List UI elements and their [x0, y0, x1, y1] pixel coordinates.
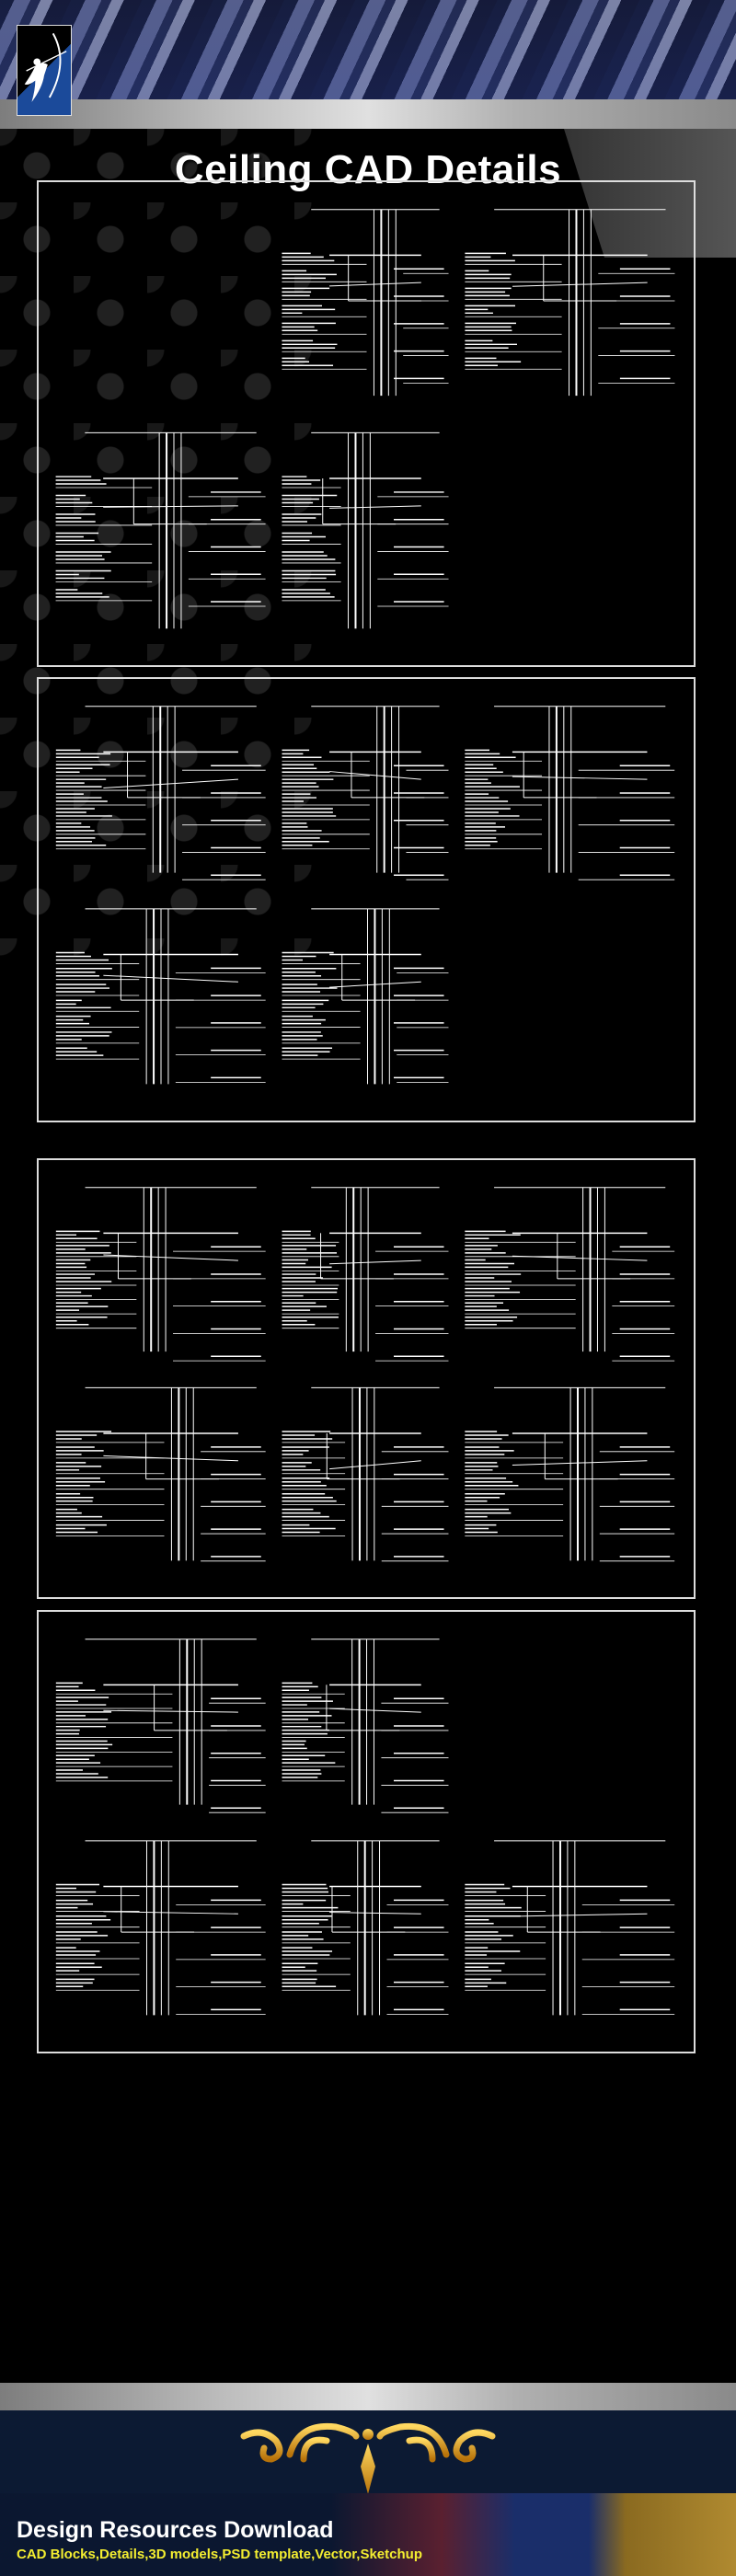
cad-line	[329, 1708, 421, 1713]
page-title: Ceiling CAD Details	[174, 147, 562, 192]
cad-line	[329, 1912, 421, 1915]
cad-line	[103, 1911, 238, 1915]
cad-line	[329, 282, 421, 287]
header-banner-image	[0, 0, 736, 101]
cad-line	[103, 1254, 238, 1261]
cad-line	[329, 1259, 421, 1265]
archer-logo-icon[interactable]	[17, 25, 72, 116]
cad-line	[512, 776, 648, 780]
cad-sheet-4	[37, 1610, 696, 2053]
cad-line	[512, 282, 648, 287]
damask-background	[0, 129, 313, 957]
cad-line	[512, 1460, 648, 1466]
cad-line	[329, 1460, 421, 1470]
footer-heading: Design Resources Download	[17, 2517, 334, 2543]
cad-line	[329, 771, 421, 780]
cad-line	[512, 1913, 648, 1917]
cad-line	[103, 1709, 238, 1713]
cad-line	[329, 505, 421, 509]
gold-ornament-icon	[240, 2422, 496, 2494]
cad-line	[103, 1455, 238, 1462]
cad-sheet-3	[37, 1158, 696, 1599]
header-silver-bar	[0, 99, 736, 129]
footer-silver-bar	[0, 2383, 736, 2410]
cad-sheet-1	[37, 180, 696, 667]
cad-line	[103, 974, 238, 983]
cad-sheet-2	[37, 677, 696, 1122]
cad-line	[103, 505, 238, 508]
footer-subheading: CAD Blocks,Details,3D models,PSD templat…	[17, 2547, 422, 2562]
cad-line	[103, 778, 238, 789]
footer-image-strip	[0, 2493, 736, 2576]
